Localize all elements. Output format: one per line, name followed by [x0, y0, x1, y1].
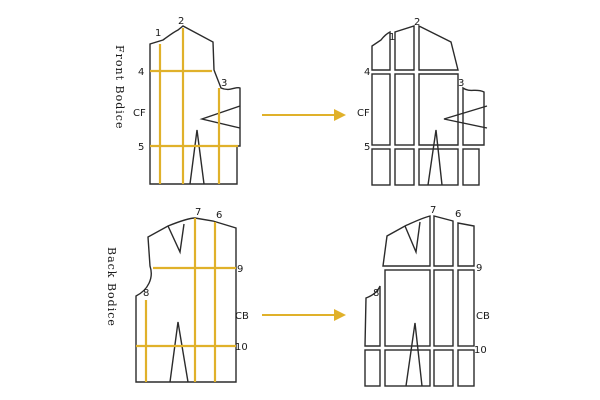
back-label-9: 9: [237, 264, 243, 275]
front-label-3: 3: [221, 78, 227, 89]
back-side-title: Back Bodice: [105, 247, 118, 327]
back-bodice-slashed: [364, 215, 475, 387]
back-slashed-label-10: 10: [474, 345, 487, 356]
front-bodice-original: [149, 25, 241, 185]
front-label-5: 5: [138, 142, 144, 153]
back-transform-arrow: [262, 309, 346, 321]
front-label-4: 4: [138, 67, 144, 78]
back-slashed-label-7: 7: [430, 205, 436, 216]
front-slashed-label-cf: CF: [357, 108, 370, 119]
back-label-10: 10: [235, 342, 248, 353]
back-bodice-original: [135, 217, 237, 383]
front-slashed-label-4: 4: [364, 67, 370, 78]
front-slashed-label-1: 1: [389, 32, 395, 43]
front-side-title: Front Bodice: [113, 45, 126, 129]
front-slashed-label-2: 2: [414, 17, 420, 28]
back-slashed-label-9: 9: [476, 263, 482, 274]
back-slashed-label-8: 8: [373, 288, 379, 299]
front-label-2: 2: [178, 16, 184, 27]
back-slashed-label-cb: CB: [476, 311, 490, 322]
front-transform-arrow: [262, 109, 346, 121]
back-label-7: 7: [195, 207, 201, 218]
front-label-1: 1: [155, 28, 161, 39]
back-label-cb: CB: [235, 311, 249, 322]
front-label-cf: CF: [133, 108, 146, 119]
front-bodice-slashed: [371, 24, 488, 186]
back-label-8: 8: [143, 288, 149, 299]
back-slashed-label-6: 6: [455, 209, 461, 220]
back-label-6: 6: [216, 210, 222, 221]
front-slashed-label-3: 3: [458, 78, 464, 89]
front-slashed-label-5: 5: [364, 142, 370, 153]
